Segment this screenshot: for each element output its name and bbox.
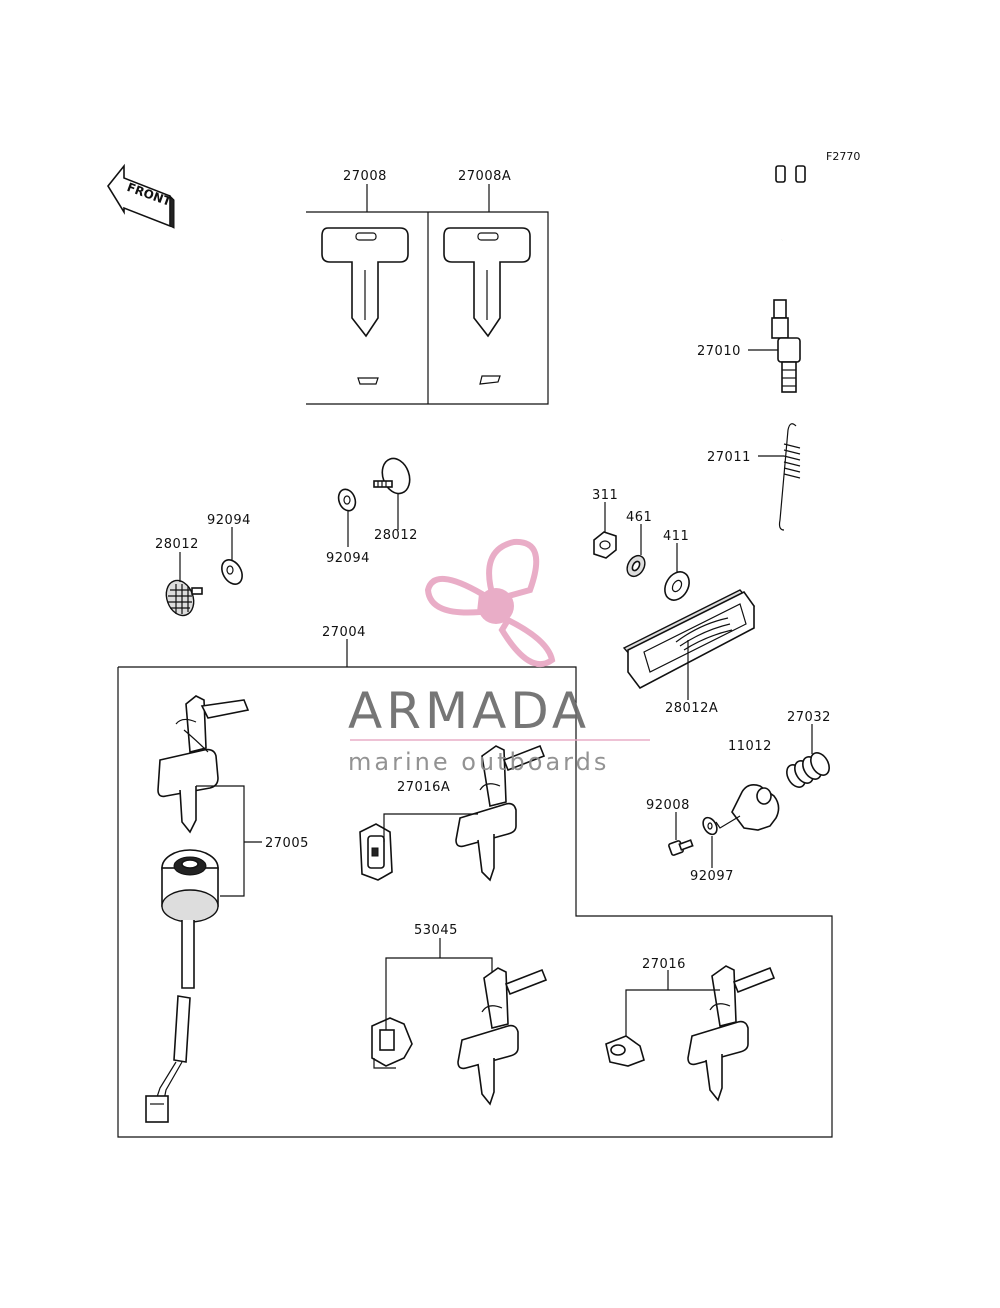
figure-code: F2770 [826,150,860,163]
washer-92097-icon [702,816,718,836]
label-27032: 27032 [787,710,831,725]
nut-311-icon [593,531,617,559]
label-92008: 92008 [646,798,690,813]
watermark-tagline: marine outboards [348,748,609,776]
label-27016A: 27016A [397,780,450,795]
key-blanks-group: 27008 27008A [306,169,549,405]
label-27010: 27010 [697,344,741,359]
label-27011: 27011 [707,450,751,465]
label-411: 411 [663,529,689,544]
bracket-11012-icon [715,784,780,831]
key-27008-icon [321,227,409,385]
lock-27016A-icon [359,823,393,881]
label-27008: 27008 [343,169,387,184]
key-27008A-icon [443,227,531,385]
label-11012: 11012 [728,739,772,754]
label-27004: 27004 [322,625,366,640]
plate-28012A-icon [622,589,756,690]
label-28012-center: 28012 [374,528,418,543]
label-27005: 27005 [265,836,309,851]
label-461: 461 [626,510,652,525]
washer-411-icon [664,571,690,601]
washer-92094-left-icon [221,559,243,585]
key-27016A-icon [455,744,546,882]
ignition-switch-27005-icon [145,695,250,1123]
label-53045: 53045 [414,923,458,938]
washer-92094-center-icon [337,488,357,512]
key-53045-icon [457,967,548,1106]
lock-27016-icon [605,1035,645,1067]
spring-27032-icon [786,752,830,788]
kit-27004-outline [117,666,833,1138]
cap-28012-left-icon [165,579,203,617]
label-311: 311 [592,488,618,503]
switch-53045-icon [371,1017,413,1069]
bolt-92008-icon [668,839,694,856]
watermark-brand: ARMADA [348,682,590,740]
label-28012-left: 28012 [155,537,199,552]
label-92094-left: 92094 [207,513,251,528]
label-27008A: 27008A [458,169,511,184]
washer-461-icon [626,554,646,578]
label-92097: 92097 [690,869,734,884]
label-92094-center: 92094 [326,551,370,566]
stop-switch-27010-icon [771,165,806,393]
armada-logo-watermark: ARMADA marine outboards [348,538,650,776]
cap-28012-center-icon [373,457,411,495]
label-28012A: 28012A [665,701,718,716]
label-27016: 27016 [642,957,686,972]
spring-27011-icon [778,423,801,531]
key-27016-icon [687,965,776,1102]
front-arrow-icon: FRONT [107,163,175,229]
